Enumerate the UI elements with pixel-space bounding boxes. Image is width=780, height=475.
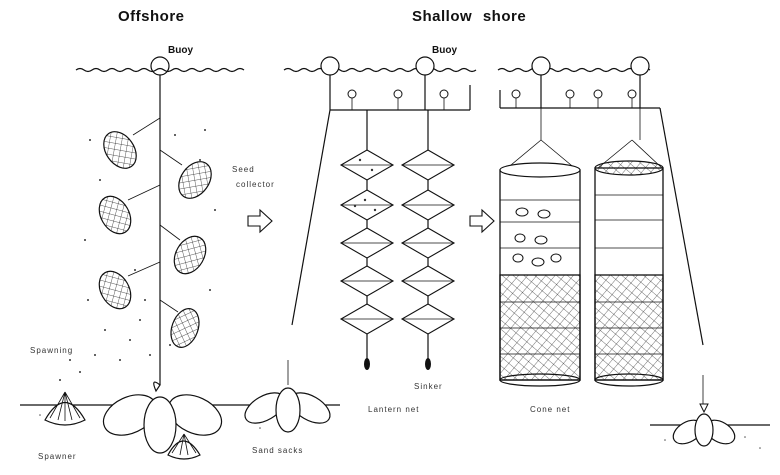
spawning-label: Spawning: [30, 346, 73, 355]
seed-collector-label-2: collector: [236, 180, 275, 189]
arrow-right-icon: [470, 210, 494, 232]
water-surface-right: [498, 69, 650, 72]
lantern-net-label: Lantern net: [368, 405, 419, 414]
cone-net-label: Cone net: [530, 405, 570, 414]
buoy-left: [151, 57, 169, 75]
sand-sack-anchor-left: [97, 382, 228, 453]
scallop-spawner-1: [45, 392, 85, 425]
sinker-weight: [364, 358, 370, 370]
buoy-label-right: Buoy: [432, 45, 457, 56]
water-surface-left: [76, 69, 244, 72]
buoy-label-left: Buoy: [168, 45, 193, 56]
spawner-label: Spawner: [38, 452, 77, 461]
sinker-label: Sinker: [414, 382, 443, 391]
sand-sacks-label: Sand sacks: [252, 446, 303, 455]
sand-sack-anchor-right: [669, 375, 739, 449]
lantern-net-rig: [292, 57, 470, 370]
sand-sacks-middle: [240, 360, 335, 432]
sinker-weight: [425, 358, 431, 370]
seed-collector-bags: [93, 118, 218, 351]
section-title-shallow-shore: Shallow shore: [412, 8, 526, 25]
seed-collector-label-1: Seed: [232, 165, 255, 174]
cone-net-rig: [500, 57, 703, 386]
section-title-offshore: Offshore: [118, 8, 185, 25]
water-surface-middle: [284, 69, 476, 72]
arrow-right-icon: [248, 210, 272, 232]
